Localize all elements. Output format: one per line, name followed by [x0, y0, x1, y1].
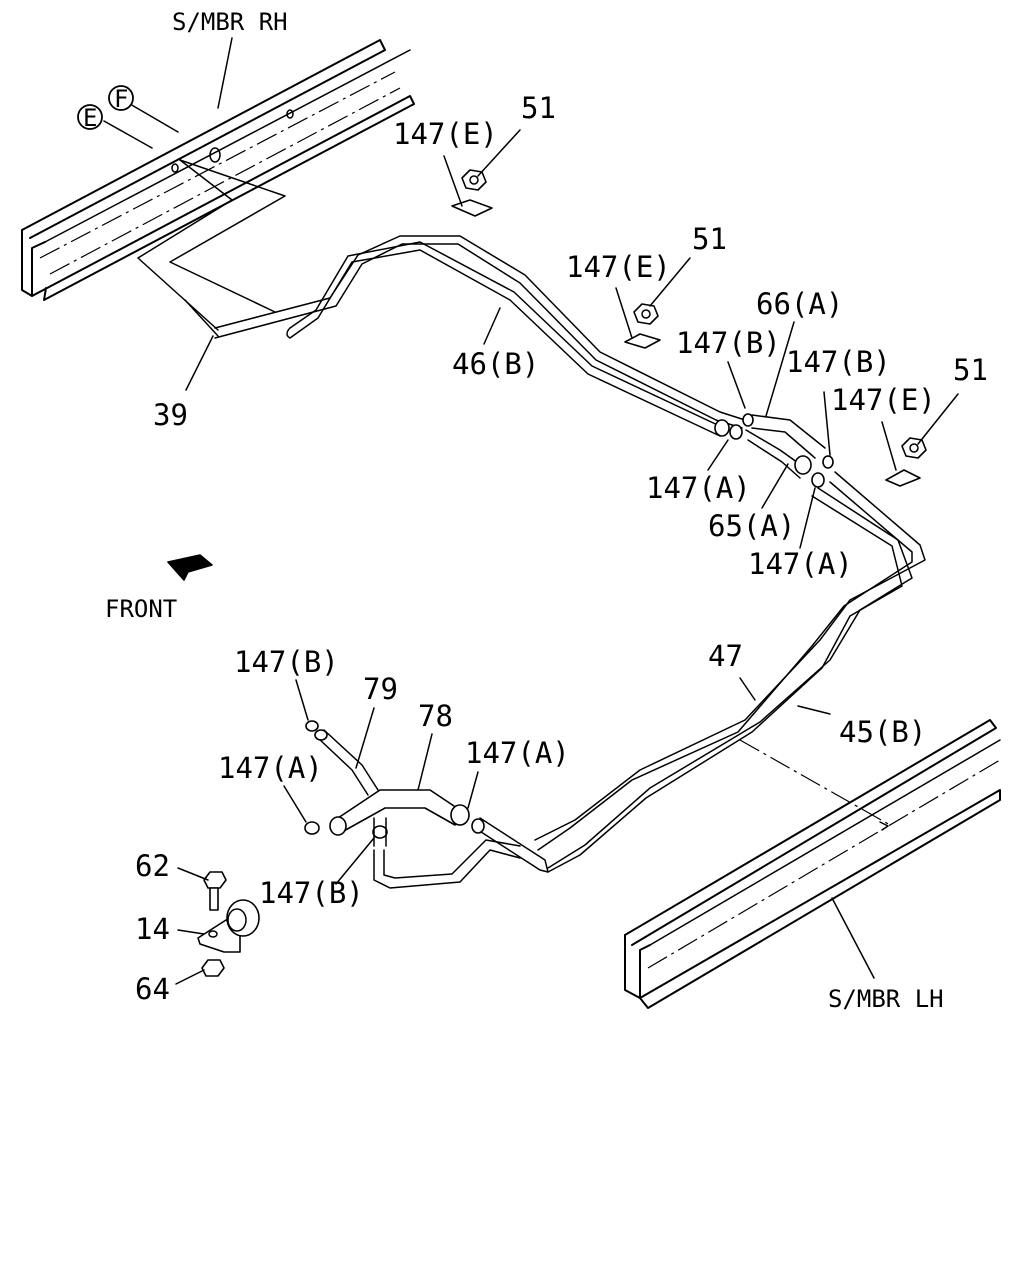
- front-arrow-icon: [167, 554, 213, 581]
- label-14: 14: [135, 912, 170, 946]
- label-smbr-rh: S/MBR RH: [172, 8, 288, 36]
- label-circle-e: E: [83, 104, 97, 132]
- bolt-62: [203, 871, 227, 911]
- side-member-rh: [21, 39, 415, 301]
- label-147e-3: 147(E): [831, 383, 936, 417]
- label-62: 62: [135, 849, 170, 883]
- fuel-pipe-45b: [477, 487, 913, 873]
- label-51-1: 51: [521, 91, 556, 125]
- hose-lower: [373, 839, 521, 889]
- nut-51-1: [461, 169, 487, 191]
- label-147a-4: 147(A): [218, 751, 323, 785]
- labels: S/MBR RH F E 39 46(B) 147(E) 51 147(E) 5…: [77, 8, 988, 1013]
- label-78: 78: [418, 699, 453, 733]
- hose-78: [329, 789, 461, 836]
- label-147a-2: 147(A): [748, 547, 853, 581]
- label-147b-2: 147(B): [786, 345, 891, 379]
- label-147e-1: 147(E): [393, 117, 498, 151]
- fuel-pipe-47: [534, 471, 926, 851]
- clip-147e-2: [624, 333, 661, 349]
- circle-f-marker: [108, 85, 134, 111]
- label-45b: 45(B): [839, 715, 926, 749]
- nut-51-3: [901, 437, 927, 459]
- leader-lines: [103, 37, 959, 985]
- label-51-2: 51: [692, 222, 727, 256]
- label-147b-3: 147(B): [234, 645, 339, 679]
- label-147e-2: 147(E): [566, 250, 671, 284]
- nut-51-2: [633, 303, 659, 325]
- label-79: 79: [363, 672, 398, 706]
- bracket-39: [137, 159, 286, 337]
- clamps-lower: [304, 720, 485, 847]
- label-147a-3: 147(A): [465, 736, 570, 770]
- label-65a: 65(A): [708, 509, 795, 543]
- bracket-14: [197, 899, 260, 953]
- fuel-pipe-46b: [214, 235, 746, 437]
- label-147b-4: 147(B): [259, 876, 364, 910]
- label-147a-1: 147(A): [646, 471, 751, 505]
- clip-147e-3: [885, 469, 921, 487]
- label-39: 39: [153, 398, 188, 432]
- side-member-lh: [624, 719, 1001, 1009]
- label-64: 64: [135, 972, 170, 1006]
- label-147b-1: 147(B): [676, 326, 781, 360]
- label-front: FRONT: [105, 595, 177, 623]
- label-51-3: 51: [953, 353, 988, 387]
- hose-79: [314, 729, 379, 796]
- label-47: 47: [708, 639, 743, 673]
- circle-e-marker: [77, 104, 103, 130]
- label-46b: 46(B): [452, 347, 539, 381]
- clip-147e-1: [451, 199, 493, 217]
- label-circle-f: F: [114, 85, 128, 113]
- clamps-upper: [714, 413, 834, 488]
- label-smbr-lh: S/MBR LH: [828, 985, 944, 1013]
- label-66a: 66(A): [756, 287, 843, 321]
- nut-64: [201, 959, 225, 977]
